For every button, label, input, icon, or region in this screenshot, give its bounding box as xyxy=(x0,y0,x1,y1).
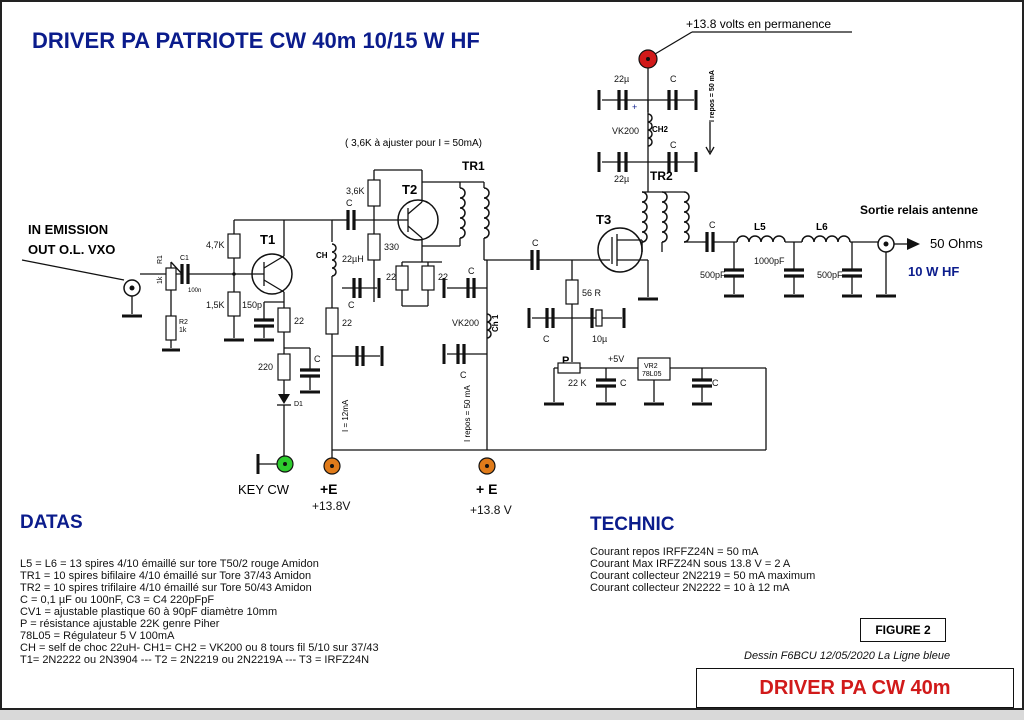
label-c-t2: C xyxy=(346,198,353,208)
label-500pf-a: 500pF xyxy=(700,270,726,280)
footer-title-box: DRIVER PA CW 40m xyxy=(696,668,1014,708)
label-56r: 56 R xyxy=(582,288,602,298)
figure-label: FIGURE 2 xyxy=(860,618,946,642)
output-impedance: 50 Ohms xyxy=(930,236,983,251)
schematic-diagram: DRIVER PA PATRIOTE CW 40m 10/15 W HF +13… xyxy=(21,17,983,497)
technic-line: Courant Max IRFZ24N sous 13.8 V = 2 A xyxy=(590,558,791,570)
datas-line: 78L05 = Régulateur 5 V 100mA xyxy=(20,630,175,642)
label-tr2: TR2 xyxy=(650,169,673,183)
label-100n: 100n xyxy=(188,288,201,294)
label-vk200-ch2: VK200 xyxy=(612,126,639,136)
adjust-note: ( 3,6K à ajuster pour I = 50mA) xyxy=(345,138,482,149)
output-arrow-icon xyxy=(907,238,920,250)
label-1000pf: 1000pF xyxy=(754,256,785,266)
label-r1-val: 1k xyxy=(157,276,164,284)
technic-list: Courant repos IRFFZ24N = 50 mA Courant M… xyxy=(590,546,815,594)
label-plus-top: + xyxy=(632,102,637,112)
label-22k: 22 K xyxy=(568,378,587,388)
label-vr2: VR2 xyxy=(644,363,658,370)
label-c-ch: C xyxy=(348,300,355,310)
datas-line: TR2 = 10 spires trifilaire 4/10 émaillé … xyxy=(20,582,312,594)
label-ch: CH xyxy=(316,251,328,260)
input-line1: IN EMISSION xyxy=(28,222,108,237)
label-irepos-ch2: I repos = 50 mA xyxy=(709,70,716,122)
label-c-top2: C xyxy=(670,140,677,150)
footer-title: DRIVER PA CW 40m xyxy=(759,677,951,699)
label-10u: 10µ xyxy=(592,334,607,344)
plus-e-voltage-2: +13.8 V xyxy=(470,503,512,517)
datas-line: P = résistance ajustable 22K genre Piher xyxy=(20,618,220,630)
label-t2: T2 xyxy=(402,182,417,197)
label-22uh: 22µH xyxy=(342,254,364,264)
label-c-tr1b: C xyxy=(460,370,467,380)
label-500pf-b: 500pF xyxy=(817,270,843,280)
label-tr1: TR1 xyxy=(462,159,485,173)
supply-note: +13.8 volts en permanence xyxy=(686,17,831,31)
label-c-gate: C xyxy=(532,238,539,248)
datas-line: CV1 = ajustable plastique 60 à 90pF diam… xyxy=(20,606,278,618)
label-1k5: 1,5K xyxy=(206,300,225,310)
datas-line: CH = self de choc 22uH- CH1= CH2 = VK200… xyxy=(20,642,379,654)
t3-transistor xyxy=(597,227,643,273)
label-4k7: 4,7K xyxy=(206,240,225,250)
plus-e-label-1: +E xyxy=(320,481,338,497)
label-22-d: 22 xyxy=(438,272,448,282)
label-p: P xyxy=(562,355,569,367)
label-r2: R2 xyxy=(179,319,188,326)
datas-line: T1= 2N2222 ou 2N3904 --- T2 = 2N2219 ou … xyxy=(20,654,370,666)
label-c1: C1 xyxy=(180,255,189,262)
label-78l05: 78L05 xyxy=(642,371,662,378)
input-line2: OUT O.L. VXO xyxy=(28,242,115,257)
label-330: 330 xyxy=(384,242,399,252)
technic-line: Courant collecteur 2N2219 = 50 mA maximu… xyxy=(590,570,816,582)
label-t1: T1 xyxy=(260,232,275,247)
label-c-top: C xyxy=(670,74,677,84)
label-d1: D1 xyxy=(294,401,303,408)
technic-line: Courant collecteur 2N2222 = 10 à 12 mA xyxy=(590,582,790,594)
label-t3: T3 xyxy=(596,212,611,227)
credit-line: Dessin F6BCU 12/05/2020 La Ligne bleue xyxy=(744,650,951,662)
technic-line: Courant repos IRFFZ24N = 50 mA xyxy=(590,546,759,558)
label-3k6: 3,6K xyxy=(346,186,365,196)
label-220: 220 xyxy=(258,362,273,372)
label-c-out: C xyxy=(709,220,716,230)
label-5v: +5V xyxy=(608,354,624,364)
label-c-vr: C xyxy=(712,378,719,388)
label-irepos-50: I repos = 50 mA xyxy=(463,385,472,442)
label-22-a: 22 xyxy=(294,316,304,326)
output-title: Sortie relais antenne xyxy=(860,203,978,217)
d1-diode xyxy=(278,394,290,404)
label-c-tr1: C xyxy=(468,266,475,276)
label-150p: 150p xyxy=(242,300,262,310)
label-ch2: CH2 xyxy=(652,125,669,134)
label-i12: I = 12mA xyxy=(341,399,350,432)
datas-line: L5 = L6 = 13 spires 4/10 émaillé sur tor… xyxy=(20,558,319,570)
plus-e-voltage-1: +13.8V xyxy=(312,499,351,513)
label-c-t1: C xyxy=(314,354,321,364)
plus-e-label-2: + E xyxy=(476,481,497,497)
label-22-c: 22 xyxy=(386,272,396,282)
label-l6: L6 xyxy=(816,222,828,233)
datas-line: TR1 = 10 spires bifilaire 4/10 émaillé s… xyxy=(20,570,312,582)
datas-heading: DATAS xyxy=(20,512,83,533)
output-power: 10 W HF xyxy=(908,264,959,279)
key-cw-label: KEY CW xyxy=(238,482,290,497)
label-c22u-bottom: 22µ xyxy=(614,174,629,184)
label-c22u-top: 22µ xyxy=(614,74,629,84)
diagram-title: DRIVER PA PATRIOTE CW 40m 10/15 W HF xyxy=(32,28,480,53)
label-vk200-ch1: VK200 xyxy=(452,318,479,328)
label-22-b: 22 xyxy=(342,318,352,328)
label-c-5v: C xyxy=(620,378,627,388)
technic-heading: TECHNIC xyxy=(590,514,675,535)
datas-line: C = 0,1 µF ou 100nF, C3 = C4 220pFpF xyxy=(20,594,215,606)
label-r1: R1 xyxy=(157,255,164,264)
label-l5: L5 xyxy=(754,222,766,233)
datas-list: L5 = L6 = 13 spires 4/10 émaillé sur tor… xyxy=(20,558,379,666)
label-r2-val: 1k xyxy=(179,327,187,334)
label-c-gate2: C xyxy=(543,334,550,344)
label-ch1: Ch 1 xyxy=(491,314,500,332)
